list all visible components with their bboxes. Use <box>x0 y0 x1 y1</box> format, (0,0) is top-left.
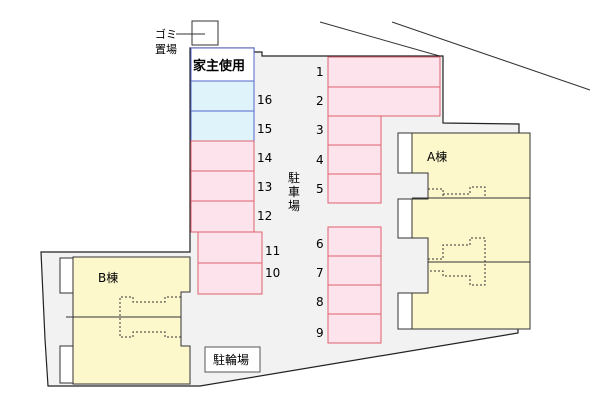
parking-label: 駐 車 場 <box>288 170 300 213</box>
parking-label-char: 車 <box>288 185 300 199</box>
parking-stall-15[interactable] <box>190 110 255 142</box>
parking-stall-14[interactable] <box>190 140 255 172</box>
stall-number: 6 <box>316 237 324 251</box>
parking-stall-6[interactable] <box>327 226 382 257</box>
trash-label: ゴミ <box>155 27 177 41</box>
stall-number: 5 <box>316 182 324 196</box>
road-line <box>391 21 591 91</box>
parking-label-char: 場 <box>288 199 300 213</box>
road-line <box>319 21 444 58</box>
bike-parking: 駐輪場 <box>204 346 261 373</box>
stall-number: 10 <box>265 266 280 280</box>
parking-stall-10[interactable] <box>197 262 263 295</box>
stall-number: 7 <box>316 266 324 280</box>
stall-number: 4 <box>316 153 324 167</box>
parking-stall-7[interactable] <box>327 255 382 286</box>
stall-number: 15 <box>257 122 272 136</box>
stall-number: 13 <box>257 180 272 194</box>
stall-number: 2 <box>316 94 324 108</box>
stall-numbers: 16 15 14 13 12 11 10 1 2 3 4 5 6 7 8 9 <box>257 65 324 340</box>
stall-number: 11 <box>265 244 280 258</box>
parking-stall-4[interactable] <box>327 144 382 175</box>
building-b-label: B棟 <box>98 270 118 285</box>
stall-number: 16 <box>257 93 272 107</box>
building-a: A棟 <box>397 132 531 330</box>
stall-number: 3 <box>316 123 324 137</box>
parking-label-char: 駐 <box>288 170 300 185</box>
stalls <box>190 56 441 344</box>
stall-number: 14 <box>257 151 272 165</box>
stall-number: 1 <box>316 65 324 79</box>
parking-stall-1[interactable] <box>327 56 441 88</box>
stall-number: 8 <box>316 295 324 309</box>
owner-stalls <box>190 47 255 142</box>
owner-use-area <box>190 47 255 82</box>
parking-stall-9[interactable] <box>327 313 382 344</box>
trash-area: ゴミ 置場 <box>155 20 219 56</box>
stall-number: 9 <box>316 326 324 340</box>
trash-label: 置場 <box>155 43 177 56</box>
parking-stall-3[interactable] <box>327 115 382 146</box>
stall-number: 12 <box>257 209 272 223</box>
building-b: B棟 <box>59 256 191 385</box>
parking-stall-2[interactable] <box>327 86 441 117</box>
parking-stall-5[interactable] <box>327 173 382 204</box>
parking-stall-13[interactable] <box>190 170 255 202</box>
building-a-label: A棟 <box>427 149 447 164</box>
parking-stall-16[interactable] <box>190 80 255 112</box>
parking-stall-8[interactable] <box>327 284 382 315</box>
owner-use-label: 家主使用 <box>193 58 245 74</box>
parking-stall-11[interactable] <box>197 231 263 264</box>
bike-parking-label: 駐輪場 <box>213 352 249 367</box>
parking-stall-12[interactable] <box>190 200 255 233</box>
